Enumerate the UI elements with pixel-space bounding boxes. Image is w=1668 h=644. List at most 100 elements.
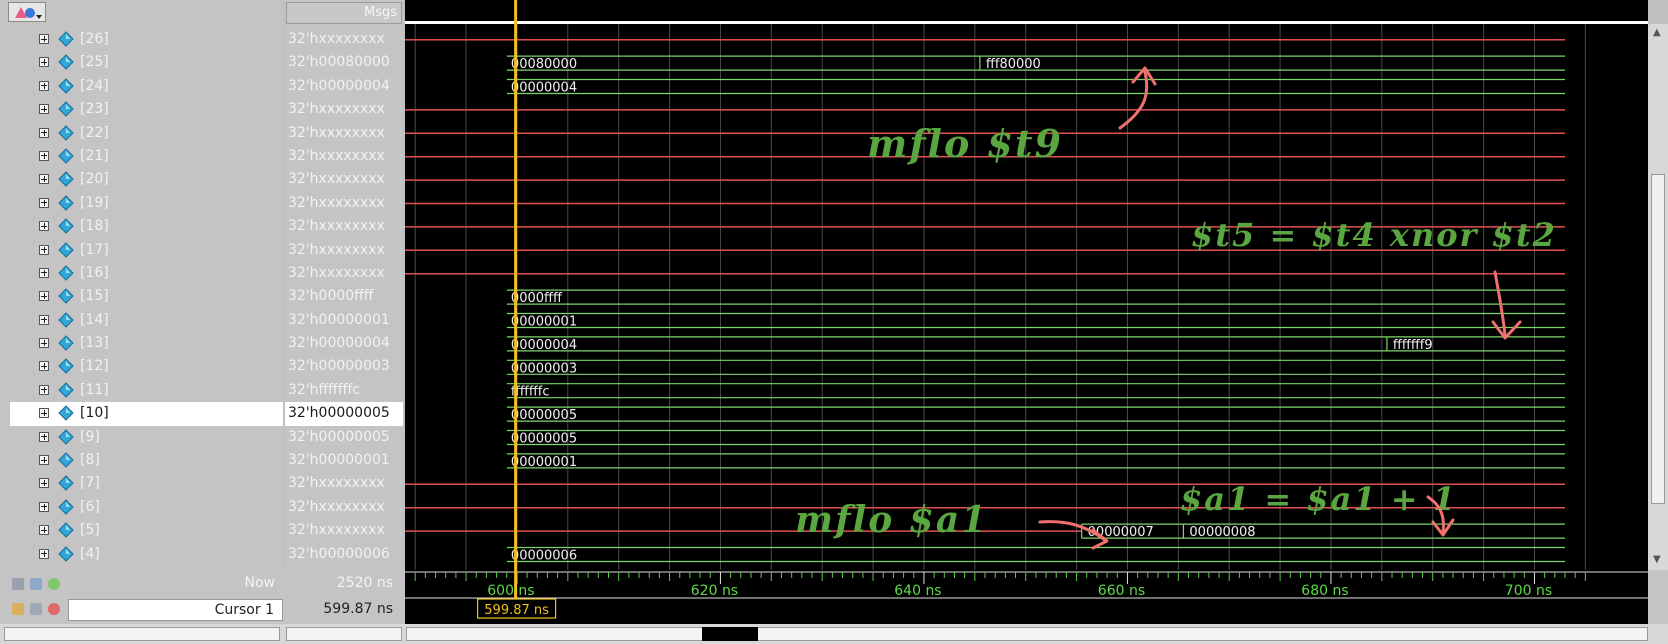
expand-icon[interactable]	[39, 525, 49, 536]
signal-row[interactable]: [13]	[10, 332, 283, 355]
expand-icon[interactable]	[39, 221, 49, 232]
signal-name: [4]	[80, 545, 100, 562]
signal-value[interactable]: 32'h00000004	[288, 335, 390, 352]
signal-value[interactable]: 32'hxxxxxxxx	[288, 218, 385, 235]
signal-row[interactable]: [19]	[10, 192, 283, 215]
expand-icon[interactable]	[39, 338, 49, 349]
expand-icon[interactable]	[39, 361, 49, 372]
vertical-scroll-thumb[interactable]	[1651, 174, 1665, 504]
remove-cursor-icon[interactable]	[48, 603, 60, 615]
signal-row[interactable]: [15]	[10, 285, 283, 308]
signal-value[interactable]: 32'hxxxxxxxx	[288, 101, 385, 118]
signal-row[interactable]: [4]	[10, 543, 283, 566]
signal-value[interactable]: 32'h00000006	[288, 545, 390, 562]
signal-diamond-icon	[58, 335, 74, 351]
signal-row[interactable]: [16]	[10, 262, 283, 285]
signal-row[interactable]: [10]	[10, 402, 283, 426]
values-horizontal-scrollbar[interactable]	[286, 627, 402, 641]
signal-row[interactable]: [23]	[10, 98, 283, 121]
expand-icon[interactable]	[39, 455, 49, 466]
signal-row[interactable]: [12]	[10, 355, 283, 378]
expand-icon[interactable]	[39, 501, 49, 512]
signal-row[interactable]: [20]	[10, 168, 283, 191]
scroll-up-icon[interactable]: ▲	[1653, 27, 1661, 38]
signal-row[interactable]: [8]	[10, 449, 283, 472]
expand-icon[interactable]	[39, 384, 49, 395]
wrench-icon[interactable]	[30, 603, 42, 615]
signal-row[interactable]: [26]	[10, 28, 283, 51]
signal-diamond-icon	[58, 428, 74, 445]
signal-diamond-icon	[58, 78, 74, 94]
expand-icon[interactable]	[39, 34, 49, 44]
expand-icon[interactable]	[39, 548, 49, 559]
signal-row[interactable]: [22]	[10, 122, 283, 145]
signal-value[interactable]: 32'h00000005	[288, 428, 390, 445]
msgs-header[interactable]: Msgs	[286, 2, 402, 24]
cursor-line[interactable]	[514, 0, 518, 570]
expand-icon[interactable]	[39, 80, 49, 91]
signal-row[interactable]: [24]	[10, 75, 283, 98]
expand-icon[interactable]	[39, 174, 49, 185]
signal-row[interactable]: [7]	[10, 472, 283, 495]
expand-icon[interactable]	[39, 57, 49, 68]
signal-value[interactable]: 32'hxxxxxxxx	[288, 171, 385, 188]
cursor-flag[interactable]	[477, 598, 557, 619]
names-horizontal-scrollbar[interactable]	[4, 627, 280, 641]
signal-value[interactable]: 32'hxxxxxxxx	[288, 498, 385, 515]
expand-icon[interactable]	[39, 478, 49, 489]
signal-value[interactable]: 32'hfffffffc	[288, 381, 361, 398]
expand-icon[interactable]	[39, 267, 49, 278]
signal-name: [15]	[80, 288, 109, 305]
signal-value[interactable]: 32'h00000003	[288, 358, 390, 375]
signal-value[interactable]: 32'hxxxxxxxx	[288, 264, 385, 281]
signal-row[interactable]: [14]	[10, 309, 283, 332]
signal-name: [18]	[80, 218, 109, 235]
signal-value[interactable]: 32'hxxxxxxxx	[288, 475, 385, 492]
signal-value[interactable]: 32'hxxxxxxxx	[288, 241, 385, 258]
signal-value[interactable]: 32'hxxxxxxxx	[288, 124, 385, 141]
now-toolbar-icon-1[interactable]	[12, 578, 24, 590]
expand-icon[interactable]	[39, 150, 49, 161]
signal-row[interactable]: [18]	[10, 215, 283, 238]
expand-icon[interactable]	[39, 431, 49, 442]
expand-icon[interactable]	[39, 291, 49, 302]
signal-row[interactable]: [25]	[10, 51, 283, 74]
wave-horizontal-scrollbar[interactable]	[406, 627, 1648, 641]
signal-value[interactable]: 32'h00000005	[285, 402, 403, 426]
annotation-arrow	[1118, 70, 1149, 130]
signal-row[interactable]: [5]	[10, 519, 283, 542]
scroll-down-icon[interactable]: ▼	[1653, 554, 1661, 565]
wave-scroll-thumb[interactable]	[702, 627, 758, 641]
signal-row[interactable]: [9]	[10, 426, 283, 449]
signal-row[interactable]: [11]	[10, 379, 283, 402]
expand-icon[interactable]	[39, 104, 49, 115]
signal-value[interactable]: 32'h00000001	[288, 452, 390, 469]
signal-row[interactable]: [6]	[10, 496, 283, 519]
signal-row[interactable]: [21]	[10, 145, 283, 168]
wave-group-icon[interactable]	[8, 2, 46, 22]
signal-value[interactable]: 32'hxxxxxxxx	[288, 147, 385, 164]
signal-value[interactable]: 32'hxxxxxxxx	[288, 522, 385, 539]
expand-icon[interactable]	[39, 314, 49, 325]
signal-value[interactable]: 32'hxxxxxxxx	[288, 194, 385, 211]
expand-icon[interactable]	[39, 127, 49, 138]
expand-icon[interactable]	[39, 244, 49, 255]
cursor-name-field[interactable]: Cursor 1	[68, 599, 283, 621]
expand-icon[interactable]	[39, 408, 49, 419]
lock-icon[interactable]	[12, 603, 24, 615]
signal-value[interactable]: 32'h00080000	[288, 54, 390, 71]
signal-name: [16]	[80, 264, 109, 281]
signal-value[interactable]: 32'h00000001	[288, 311, 390, 328]
expand-icon[interactable]	[39, 197, 49, 208]
add-cursor-icon[interactable]	[48, 578, 60, 590]
signal-value[interactable]: 32'h0000ffff	[288, 288, 374, 305]
vertical-scrollbar[interactable]: ▲ ▼	[1648, 24, 1668, 570]
signal-value[interactable]: 32'h00000004	[288, 77, 390, 94]
now-toolbar-icon-2[interactable]	[30, 578, 42, 590]
signal-row[interactable]: [17]	[10, 239, 283, 262]
signal-value[interactable]: 32'hxxxxxxxx	[288, 31, 385, 47]
